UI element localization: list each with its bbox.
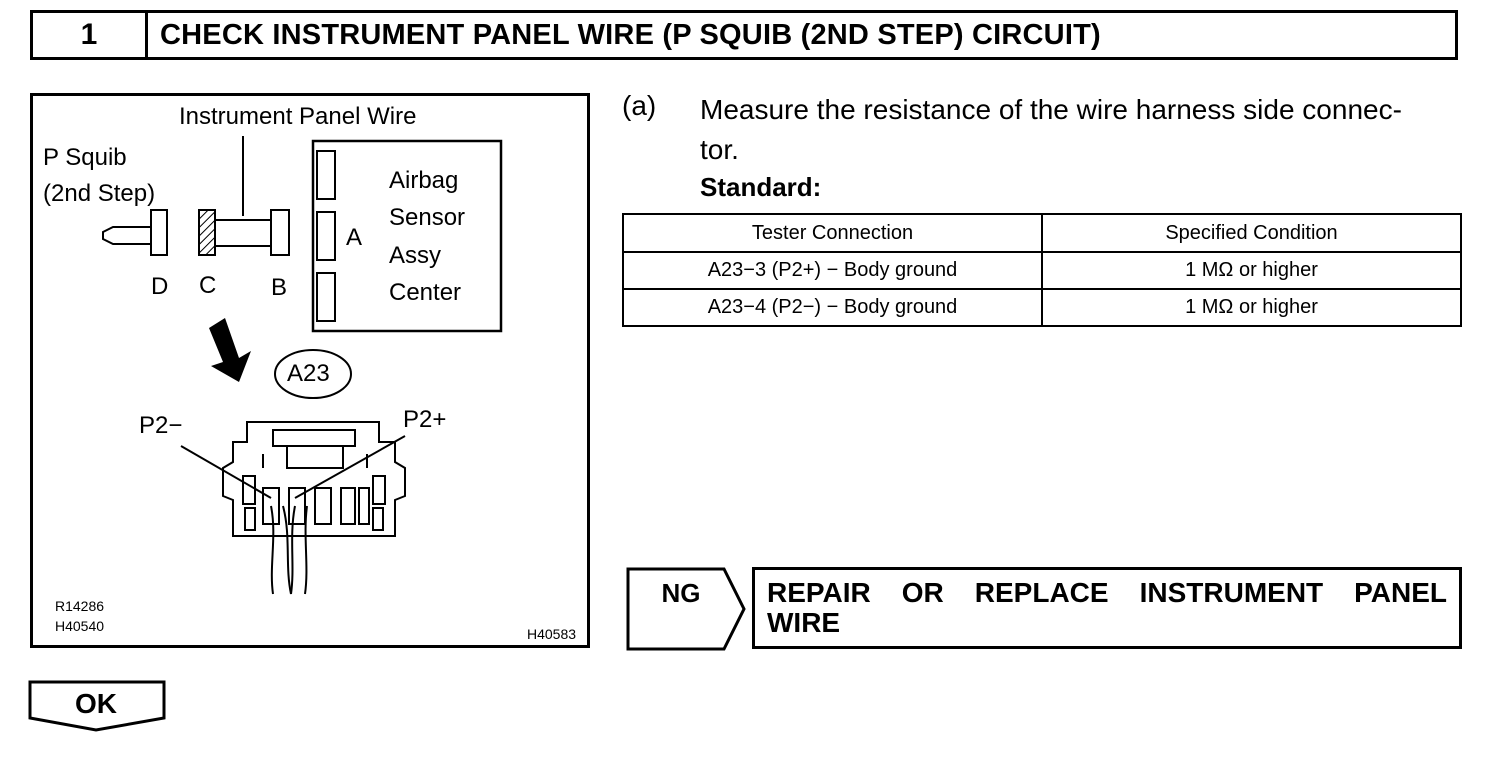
standard-label: Standard: bbox=[700, 172, 822, 202]
table-header-row: Tester Connection Specified Condition bbox=[622, 213, 1462, 253]
label-center: Center bbox=[389, 279, 462, 306]
connector-face bbox=[222, 421, 406, 537]
step-title: CHECK INSTRUMENT PANEL WIRE (P SQUIB (2N… bbox=[160, 18, 1101, 51]
sensor-port bbox=[316, 150, 336, 200]
table-cell: A23−4 (P2−) − Body ground bbox=[622, 288, 1043, 327]
label-connector-c: C bbox=[199, 272, 217, 299]
connector-b bbox=[270, 209, 290, 256]
label-instrument-panel-wire: Instrument Panel Wire bbox=[179, 103, 417, 130]
wire-segment bbox=[214, 219, 272, 247]
table-header: Tester Connection bbox=[622, 213, 1043, 253]
ng-result-line: REPAIR OR REPLACE INSTRUMENT PANEL bbox=[767, 577, 1447, 608]
table-row: A23−3 (P2+) − Body ground 1 MΩ or higher bbox=[622, 251, 1462, 290]
table-cell: A23−3 (P2+) − Body ground bbox=[622, 251, 1043, 290]
connector-illustration: Instrument Panel Wire P Squib (2nd Step)… bbox=[30, 93, 590, 648]
connector-diagram bbox=[102, 136, 503, 595]
direction-arrow-icon bbox=[209, 318, 251, 382]
connector-code-ellipse bbox=[274, 349, 352, 399]
label-sensor: Sensor bbox=[389, 204, 466, 231]
connector-d bbox=[150, 209, 168, 256]
label-p2-plus: P2+ bbox=[403, 406, 447, 433]
step-tag: (a) bbox=[622, 90, 657, 121]
probe-wire bbox=[270, 505, 292, 595]
label-p2-minus: P2− bbox=[139, 412, 183, 439]
sensor-port bbox=[316, 272, 336, 322]
label-assy: Assy bbox=[389, 242, 442, 269]
connector-d-plug bbox=[102, 226, 152, 245]
p2-minus-leader bbox=[180, 445, 272, 499]
table-cell: 1 MΩ or higher bbox=[1041, 288, 1462, 327]
label-connector-a: A bbox=[346, 224, 363, 251]
table-cell: 1 MΩ or higher bbox=[1041, 251, 1462, 290]
ng-result-line: WIRE bbox=[767, 607, 841, 638]
step-header: 1 CHECK INSTRUMENT PANEL WIRE (P SQUIB (… bbox=[30, 10, 1458, 60]
instruction-text: Measure the resistance of the wire harne… bbox=[700, 90, 1465, 170]
label-connector-d: D bbox=[151, 273, 169, 300]
spec-table: Tester Connection Specified Condition A2… bbox=[622, 213, 1462, 327]
probe-wire bbox=[290, 505, 308, 595]
sensor-port-a bbox=[316, 211, 336, 261]
label-airbag: Airbag bbox=[389, 167, 459, 194]
ref-code: R14286 bbox=[55, 598, 105, 614]
step-number: 1 bbox=[33, 13, 148, 57]
table-row: A23−4 (P2−) − Body ground 1 MΩ or higher bbox=[622, 288, 1462, 327]
ref-code: H40583 bbox=[527, 626, 577, 642]
instruction-line: tor. bbox=[700, 134, 739, 165]
label-p-squib: P Squib bbox=[43, 144, 127, 171]
label-2nd-step: (2nd Step) bbox=[43, 180, 156, 207]
ref-code: H40540 bbox=[55, 618, 105, 634]
instruction-line: Measure the resistance of the wire harne… bbox=[700, 94, 1402, 125]
ok-label: OK bbox=[75, 688, 117, 719]
ng-arrow-box bbox=[626, 567, 746, 651]
ng-label: NG bbox=[661, 578, 701, 608]
p2-plus-leader bbox=[294, 435, 406, 499]
connector-c bbox=[198, 209, 216, 256]
ng-result-box: REPAIR OR REPLACE INSTRUMENT PANEL WIRE bbox=[752, 567, 1462, 649]
table-header: Specified Condition bbox=[1041, 213, 1462, 253]
label-connector-code: A23 bbox=[287, 360, 330, 387]
airbag-sensor-box bbox=[311, 139, 503, 333]
ok-arrow-box bbox=[28, 680, 166, 732]
label-connector-b: B bbox=[271, 274, 288, 301]
